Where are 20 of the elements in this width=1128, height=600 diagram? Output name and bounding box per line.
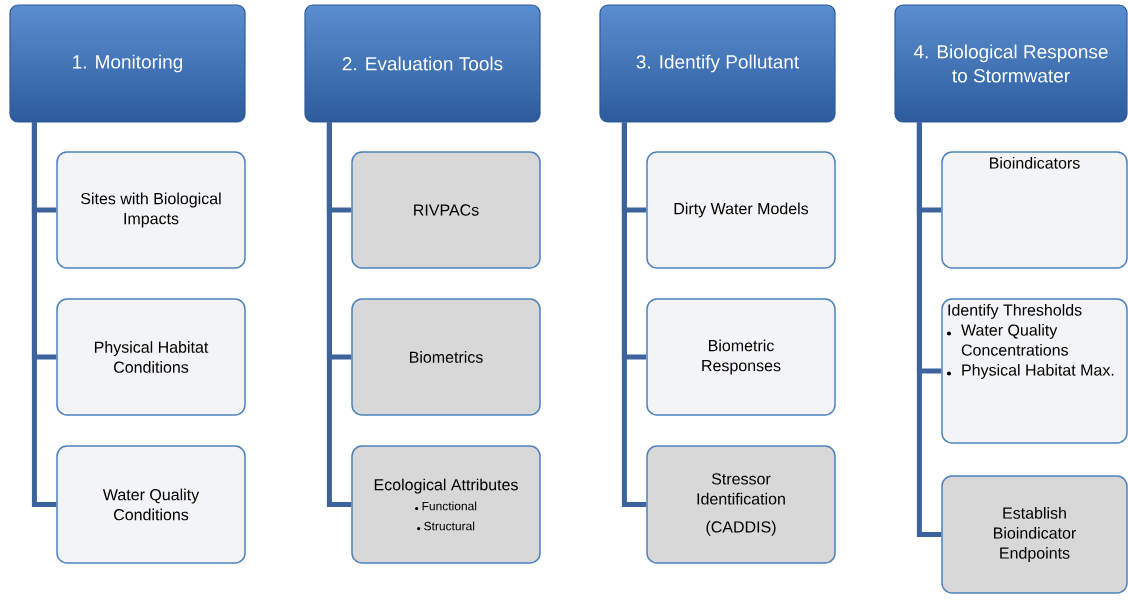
process-box: Water Quality Conditions [56,445,246,564]
process-box: Sites with Biological Impacts [56,151,246,269]
process-box: Dirty Water Models [646,151,836,269]
connector [326,122,352,507]
connector [916,122,942,537]
process-box: Biometrics [351,298,541,416]
header-box: 1. Monitoring [9,4,246,123]
connector [621,122,647,507]
process-box: Identify Thresholds Water Quality Concentrations Physical Habitat Max. [941,298,1128,444]
header-box: 3. Identify Pollutant [599,4,836,123]
process-box: Bioindicators [941,151,1128,269]
process-box: Biometric Responses [646,298,836,416]
header-box: 4. Biological Response to Stormwater [894,4,1128,123]
process-box: Physical Habitat Conditions [56,298,246,416]
process-box: Establish Bioindicator Endpoints [941,475,1128,594]
connector [31,122,57,507]
process-box: Stressor Identification (CADDIS) [646,445,836,564]
header-box: 2. Evaluation Tools [304,4,541,123]
process-box: RIVPACs [351,151,541,269]
process-box: Ecological Attributes Functional Structural [351,445,541,564]
